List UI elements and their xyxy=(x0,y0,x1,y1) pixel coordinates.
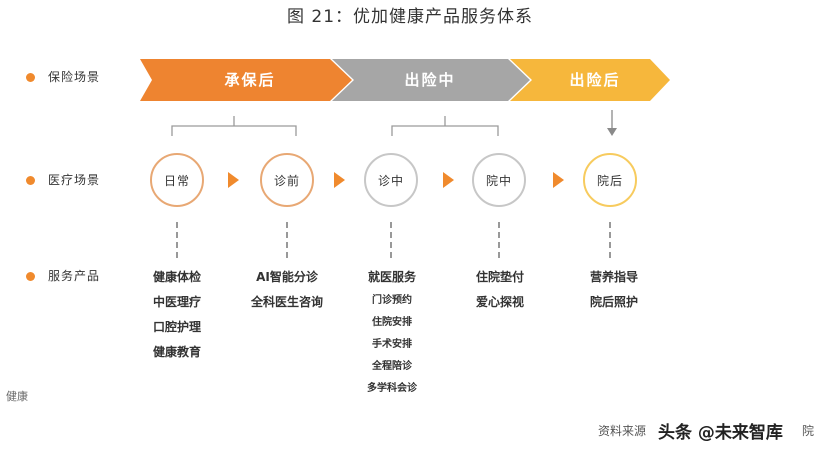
row-label-medical: 医疗场景 xyxy=(48,173,101,187)
service-item: 就医服务 xyxy=(367,270,416,284)
service-item: 营养指导 xyxy=(589,270,638,284)
phase-chevron-band xyxy=(140,59,670,101)
service-item: 全程陪诊 xyxy=(372,361,412,372)
phase-label-1: 承保后 xyxy=(224,71,276,89)
stage-arrow-4 xyxy=(553,172,564,188)
service-item: 爱心探视 xyxy=(475,295,524,309)
service-item: 手术安排 xyxy=(372,339,412,350)
source-note-tail: 院 xyxy=(802,424,815,438)
row-bullet-medical xyxy=(26,176,35,185)
stage-inpatient-label: 院中 xyxy=(485,173,512,188)
service-item: 中医理疗 xyxy=(152,295,201,309)
phase-chevron-2 xyxy=(332,59,530,101)
connector-post xyxy=(609,222,611,258)
service-item: 多学科会诊 xyxy=(367,383,417,394)
phase-label-2: 出险中 xyxy=(404,71,456,89)
services-inpatient: 住院垫付 爱心探视 xyxy=(452,265,548,315)
stage-during-diagnosis: 诊中 xyxy=(364,153,418,207)
stage-daily: 日常 xyxy=(150,153,204,207)
services-during-diagnosis: 就医服务 门诊预约 住院安排 手术安排 全程陪诊 多学科会诊 xyxy=(342,265,442,400)
phase-chevron-3 xyxy=(510,59,670,101)
footer-left-text: 健康 xyxy=(6,390,28,403)
services-daily: 健康体检 中医理疗 口腔护理 健康教育 xyxy=(126,265,228,365)
service-item: 门诊预约 xyxy=(372,295,412,306)
row-bullet-service xyxy=(26,272,35,281)
row-label-insurance: 保险场景 xyxy=(48,70,101,84)
service-item: 口腔护理 xyxy=(152,320,201,334)
stage-arrow-2 xyxy=(334,172,345,188)
arrow-head-phase-3 xyxy=(607,128,617,136)
bracket-phase-1 xyxy=(171,116,297,136)
phase-label-3: 出险后 xyxy=(569,71,621,89)
services-post-hospital: 营养指导 院后照护 xyxy=(564,265,664,315)
stage-post-hospital: 院后 xyxy=(583,153,637,207)
stage-during-diagnosis-label: 诊中 xyxy=(377,173,404,188)
row-label-service: 服务产品 xyxy=(48,269,101,283)
connector-daily xyxy=(176,222,178,258)
service-item: 住院安排 xyxy=(372,317,412,328)
phase-chevron-1 xyxy=(140,59,352,101)
phase-brackets xyxy=(171,110,617,136)
stage-inpatient: 院中 xyxy=(472,153,526,207)
stage-daily-label: 日常 xyxy=(163,173,190,188)
service-item: 住院垫付 xyxy=(475,270,524,284)
stage-arrow-3 xyxy=(443,172,454,188)
service-item: 健康体检 xyxy=(152,270,201,284)
stage-post-hospital-label: 院后 xyxy=(596,173,623,188)
figure-title: 图 21：优加健康产品服务体系 xyxy=(286,7,534,27)
stage-pre-diagnosis-label: 诊前 xyxy=(273,173,300,188)
service-item: 全科医生咨询 xyxy=(250,295,323,309)
stage-pre-diagnosis: 诊前 xyxy=(260,153,314,207)
watermark: 头条 @未来智库 xyxy=(658,423,783,443)
connector-inpatient xyxy=(498,222,500,258)
connector-pre xyxy=(286,222,288,258)
stage-arrow-1 xyxy=(228,172,239,188)
service-item: 健康教育 xyxy=(152,345,201,359)
bracket-phase-2 xyxy=(391,116,499,136)
source-note: 资料来源 xyxy=(598,424,647,438)
services-pre-diagnosis: AI智能分诊 全科医生咨询 xyxy=(232,265,342,315)
service-item: AI智能分诊 xyxy=(256,270,318,284)
row-bullet-insurance xyxy=(26,73,35,82)
connector-during xyxy=(390,222,392,258)
service-item: 院后照护 xyxy=(589,295,638,309)
